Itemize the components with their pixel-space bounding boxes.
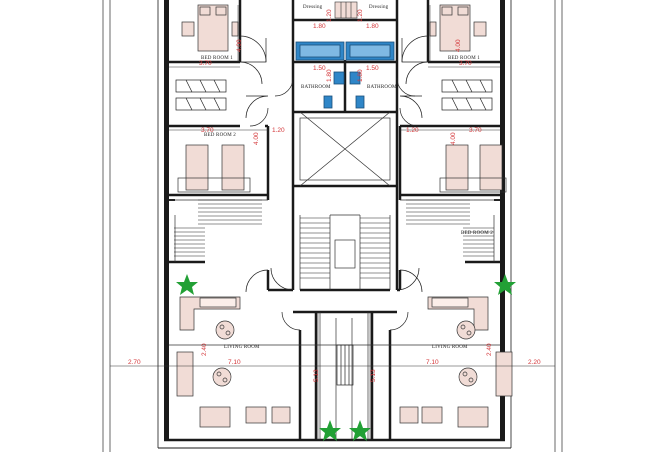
staircase-core-left xyxy=(300,217,330,279)
coffee-table-icon xyxy=(212,320,478,387)
dim-bed1-right-width: 3.70 xyxy=(459,60,472,67)
room-label-living-left: LIVING ROOM xyxy=(224,345,260,350)
sofa-icon xyxy=(427,296,489,331)
twin-bed-icon xyxy=(439,144,507,193)
dressing-shelves xyxy=(334,1,358,19)
dim-bed1-left-width: 3.70 xyxy=(199,60,212,67)
dim-living-right-width: 7.10 xyxy=(426,359,439,366)
door-swings xyxy=(239,35,429,331)
staircase-right-top xyxy=(406,199,470,225)
dim-living-right-v: 2.40 xyxy=(486,343,493,356)
staircase-left-top xyxy=(198,199,262,225)
dim-shaft-left-2: 1.80 xyxy=(326,69,333,82)
dim-bath-top-left: 1.80 xyxy=(313,23,326,30)
dim-entry-right: 5.13 xyxy=(370,369,377,382)
dim-shaft-right-2: 1.80 xyxy=(357,69,364,82)
dim-bed1-right-depth: 4.00 xyxy=(455,39,462,52)
room-label-living-right: LIVING ROOM xyxy=(432,345,468,350)
dim-bath-top-right: 1.80 xyxy=(366,23,379,30)
room-label-bathroom-left: BATHROOM xyxy=(301,85,331,90)
bed-icon xyxy=(181,4,239,52)
staircase-right-side xyxy=(463,227,494,257)
staircase-core-right xyxy=(360,217,390,279)
plant-icon xyxy=(176,274,516,441)
armchair-icon xyxy=(176,351,513,428)
dim-bed2-right-width: 3.70 xyxy=(469,127,482,134)
toilet-icon xyxy=(323,71,365,109)
dim-left-outer: 2.70 xyxy=(128,359,141,366)
staircase-left-side xyxy=(174,227,205,257)
room-label-bedroom-2-left: BED ROOM 2 xyxy=(204,133,236,138)
dim-entry-left: 5.13 xyxy=(313,369,320,382)
wardrobe-icon xyxy=(441,79,493,111)
dim-bed1-left-depth: 4.00 xyxy=(236,39,243,52)
interior-walls xyxy=(169,0,500,440)
room-label-bedroom-1-left: BED ROOM 1 xyxy=(201,56,233,61)
sofa-icon xyxy=(179,296,241,331)
twin-bed-icon xyxy=(177,144,251,193)
dim-right-outer: 2.20 xyxy=(528,359,541,366)
room-label-dressing-left: Dressing xyxy=(303,5,323,10)
dim-bed2-left-depth: 4.00 xyxy=(253,132,260,145)
dimension-lines xyxy=(110,5,555,440)
dim-bed2-right-depth: 4.00 xyxy=(450,132,457,145)
room-label-bedroom-2-right: BED ROOM 2 xyxy=(461,231,493,236)
dim-bed2-left-width: 3.70 xyxy=(201,127,214,134)
dim-living-left-width: 7.10 xyxy=(228,359,241,366)
elevator-icon xyxy=(336,344,354,386)
dim-corridor-left: 1.20 xyxy=(272,127,285,134)
dim-bath-mid-right: 1.50 xyxy=(366,65,379,72)
dim-shaft-right: 1.20 xyxy=(357,9,364,22)
dim-bath-mid-left: 1.50 xyxy=(313,65,326,72)
room-label-dressing-right: Dressing xyxy=(369,5,389,10)
wardrobe-icon xyxy=(175,79,227,111)
site-boundary xyxy=(102,0,563,452)
room-label-bathroom-right: BATHROOM xyxy=(367,85,397,90)
room-label-bedroom-1-right: BED ROOM 1 xyxy=(448,56,480,61)
dim-shaft-left: 1.20 xyxy=(326,9,333,22)
bed-icon xyxy=(429,4,487,52)
dim-living-left-v: 2.40 xyxy=(201,343,208,356)
dim-corridor-right: 1.20 xyxy=(406,127,419,134)
bathtub-icon xyxy=(295,41,395,61)
